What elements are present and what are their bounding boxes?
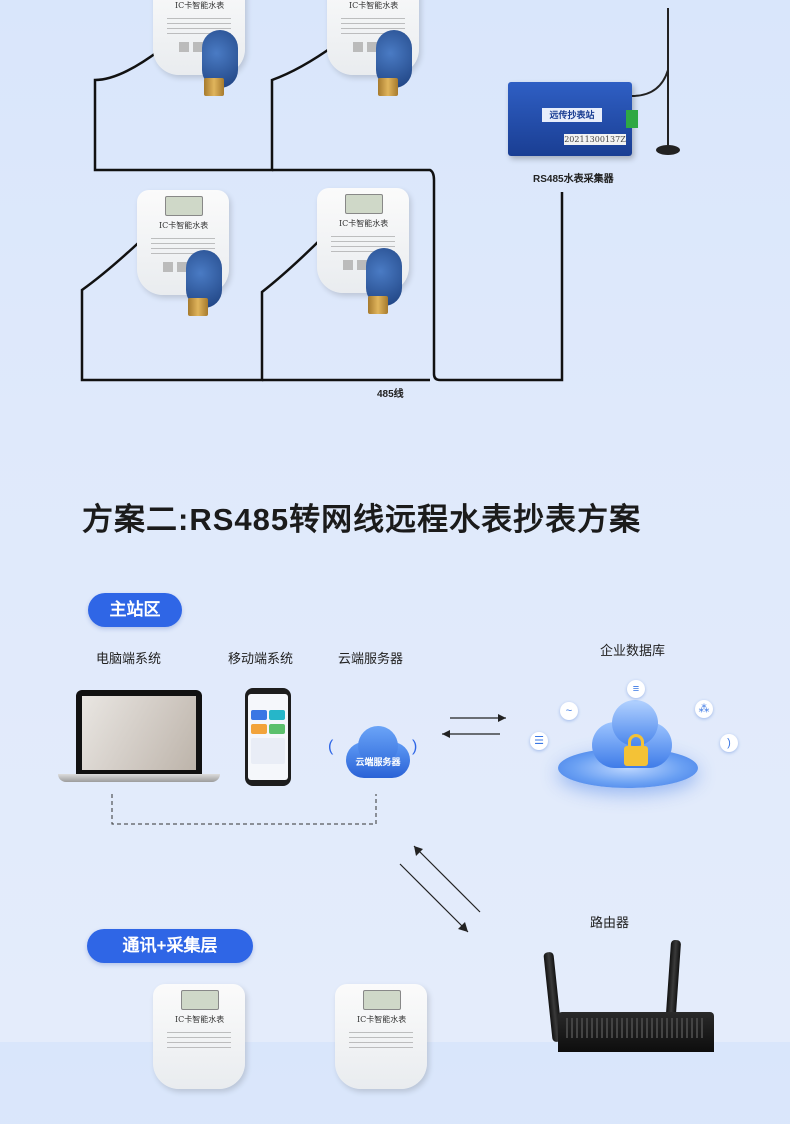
water-meter-3: IC卡智能水表: [132, 190, 242, 330]
collector-label: RS485水表采集器: [533, 174, 614, 185]
phone-image: [245, 688, 291, 786]
mobile-system-label: 移动端系统: [228, 651, 294, 666]
rs485-collector: 远传抄表站 20211300137Z: [508, 82, 638, 156]
wifi-signal-icon-right: ): [412, 738, 418, 755]
router-label: 路由器: [590, 915, 630, 930]
database-icon: ≡: [627, 680, 645, 698]
router-image: [558, 1012, 714, 1052]
pc-system-label: 电脑端系统: [96, 651, 162, 666]
cloud-server-label: 云端服务器: [338, 651, 404, 666]
list-icon: ☰: [530, 732, 548, 750]
network-icon: ⁂: [695, 700, 713, 718]
water-meter-2: IC卡智能水表: [322, 0, 432, 110]
laptop-base: [58, 774, 220, 782]
comm-layer-badge: 通讯+采集层: [87, 929, 253, 963]
collector-screen-text: 远传抄表站: [542, 108, 602, 122]
collector-serial: 20211300137Z: [564, 134, 626, 145]
wiring-layer: [80, 8, 680, 933]
laptop-image: [76, 690, 202, 774]
master-station-badge: 主站区: [88, 593, 182, 627]
cloud-server-icon: 云端服务器: [340, 724, 416, 780]
database-label: 企业数据库: [600, 643, 666, 658]
water-meter-4: IC卡智能水表: [312, 188, 422, 328]
water-meter-1: IC卡智能水表: [148, 0, 258, 110]
rss-icon: ): [720, 734, 738, 752]
wifi-signal-icon: (: [328, 738, 334, 755]
lock-icon: [624, 746, 648, 766]
water-meter-6: IC卡智能水表: [330, 984, 440, 1124]
water-meter-5: IC卡智能水表: [148, 984, 258, 1124]
section-title: 方案二:RS485转网线远程水表抄表方案: [82, 502, 642, 537]
cable-label: 485线: [377, 389, 404, 400]
chart-icon: ~: [560, 702, 578, 720]
